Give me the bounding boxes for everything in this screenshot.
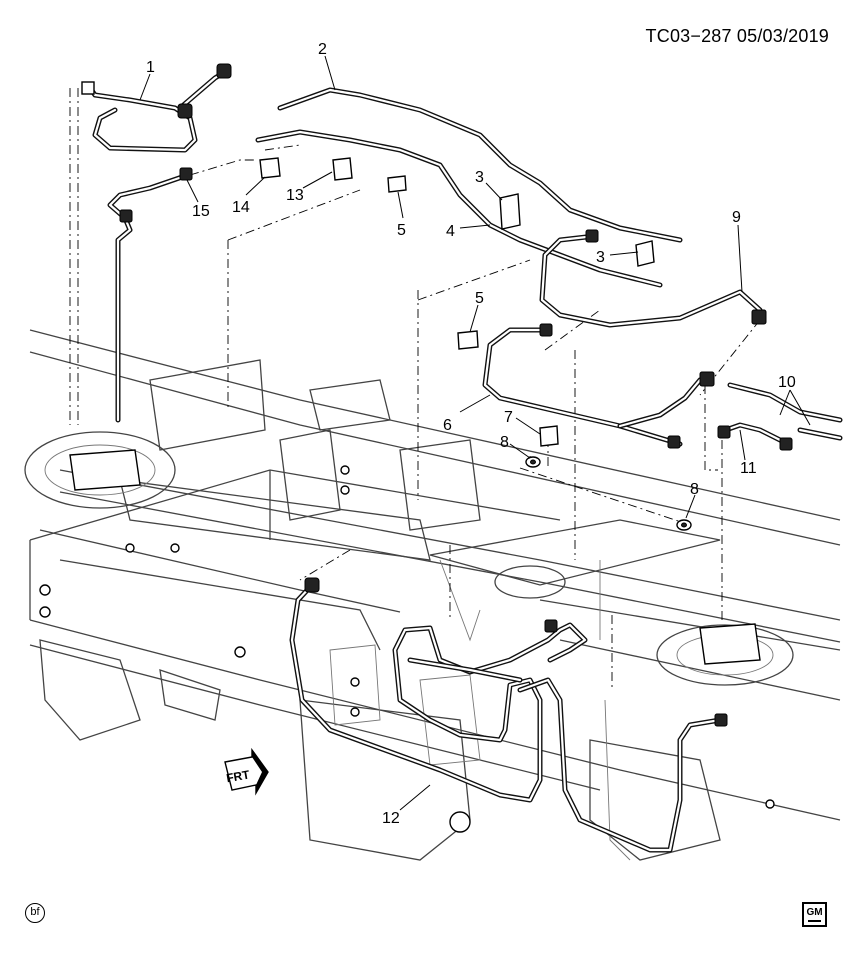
callouts: 1 2 3 3 4 5 5 6 7 8 8 9 10 11 12 13 14 1… [146, 41, 796, 827]
callout-8b: 8 [690, 481, 699, 498]
bracket-3b [635, 240, 655, 267]
fuel-pump-left [69, 449, 141, 491]
callout-14: 14 [232, 199, 250, 216]
front-arrow-label: FRT [225, 767, 251, 785]
callout-3b: 3 [596, 249, 605, 266]
callout-10: 10 [778, 374, 796, 391]
fuel-pump-right [699, 623, 761, 665]
clip-7 [539, 425, 559, 447]
clip-13 [332, 157, 353, 181]
connector-1 [81, 81, 95, 95]
parts [69, 63, 793, 727]
callout-13: 13 [286, 187, 304, 204]
clip-5a [387, 175, 407, 193]
callout-9: 9 [732, 209, 741, 226]
callout-4: 4 [446, 223, 455, 240]
bf-mark: bf [25, 903, 45, 923]
callout-12: 12 [382, 810, 400, 827]
callout-1: 1 [146, 59, 155, 76]
front-arrow: FRT [224, 747, 269, 796]
pipe-6 [482, 327, 683, 447]
gm-logo-icon: GM [802, 902, 827, 927]
gm-logo-text: GM [806, 906, 823, 918]
callout-5b: 5 [475, 290, 484, 307]
callout-6: 6 [443, 417, 452, 434]
callout-7: 7 [504, 409, 513, 426]
vehicle-frame [24, 329, 841, 861]
diagram-code: TC03−287 05/03/2019 [645, 26, 829, 46]
callout-2: 2 [318, 41, 327, 58]
fuel-pipes [87, 67, 843, 853]
callout-15: 15 [192, 203, 210, 220]
callout-5a: 5 [397, 222, 406, 239]
clip-14 [259, 157, 281, 179]
callout-3a: 3 [475, 169, 484, 186]
callout-leaders [139, 55, 811, 811]
bracket-3a [499, 193, 521, 230]
clip-5b [457, 330, 479, 350]
gm-logo-bar [808, 919, 821, 922]
callout-8a: 8 [500, 434, 509, 451]
callout-11: 11 [740, 460, 757, 477]
